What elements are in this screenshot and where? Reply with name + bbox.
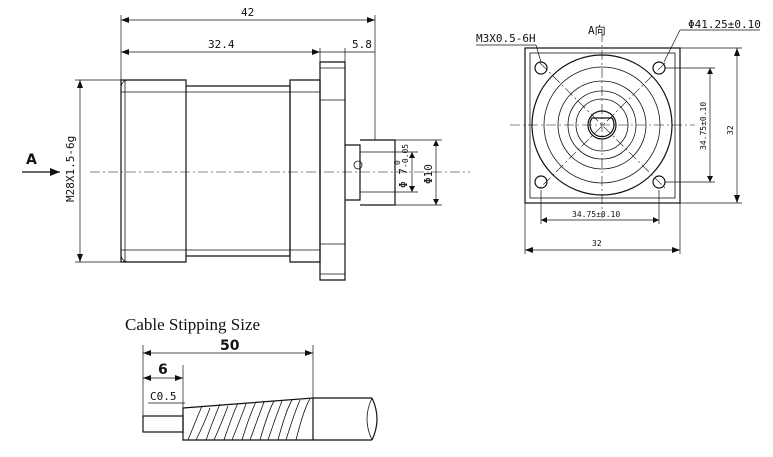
- dim-thread: M28X1.5-6g: [64, 136, 77, 202]
- cable-dim-chamfer: C0.5: [150, 390, 177, 403]
- motor-body: [186, 85, 291, 257]
- hole-spacing-h: 34.75±0.10: [572, 210, 620, 219]
- cable-view: Cable Stipping Size 50 6 C0.5: [125, 315, 378, 441]
- dim-shaft-outer: Φ10: [422, 164, 435, 184]
- side-view: 42 32.4 5.8 M28X1.5-6g A Φ 7 0 -0.05 Φ10: [22, 6, 470, 281]
- dim-flange-length: 5.8: [352, 38, 372, 51]
- cable-title: Cable Stipping Size: [125, 315, 260, 334]
- front-view-title: A向: [588, 23, 606, 37]
- dim-shaft-diameter: Φ 7: [397, 168, 410, 188]
- thread-section: [120, 79, 187, 263]
- bolt-circle-label: Φ41.25±0.10: [688, 18, 761, 31]
- cable-conductor: [142, 415, 184, 433]
- shaft-boss: [345, 144, 361, 201]
- dim-shaft-tol-lower: -0.05: [401, 144, 410, 168]
- flange-square: [524, 47, 681, 204]
- dim-shaft-tol-upper: 0: [393, 160, 402, 165]
- shaft: [360, 139, 396, 206]
- cable-dim-total: 50: [220, 338, 240, 354]
- view-arrow-icon: [50, 168, 60, 176]
- cable-dim-strip: 6: [158, 362, 168, 378]
- cable-armor: [182, 397, 314, 441]
- hole-spec-label: M3X0.5-6H: [476, 32, 536, 45]
- mount-hole-bl: [534, 175, 548, 189]
- hole-spacing-v: 34.75±0.10: [699, 102, 708, 150]
- rear-ring: [289, 79, 321, 263]
- cable-jacket: [313, 397, 372, 441]
- dim-total-length: 42: [241, 6, 254, 19]
- mount-hole-tr: [652, 61, 666, 75]
- outer-height: 32: [726, 125, 735, 135]
- flange: [319, 61, 346, 281]
- dim-body-length: 32.4: [208, 38, 235, 51]
- set-screw-icon: [353, 160, 363, 170]
- front-view: A向 M3X0.5-6H Φ41.25±0.10 34.75±0.10 32 3…: [476, 18, 761, 254]
- view-arrow-label: A: [26, 152, 37, 168]
- outer-width: 32: [592, 239, 602, 248]
